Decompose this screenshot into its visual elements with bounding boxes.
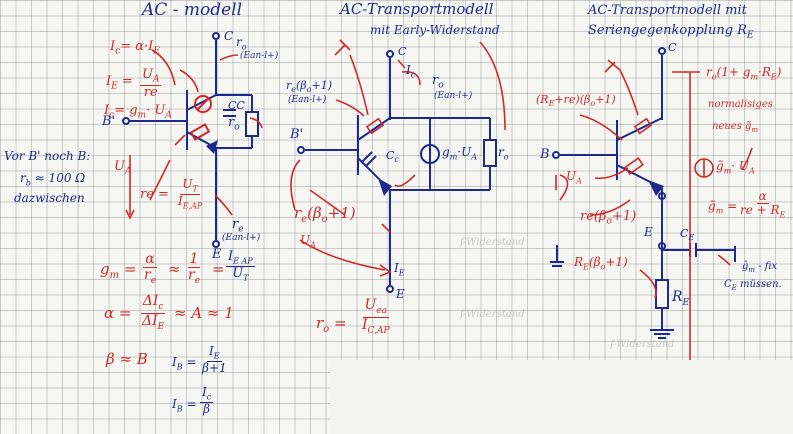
c3-gm-def-lhs: g̃m =: [708, 199, 738, 216]
c3-re-beta-2: RE(βo+1): [574, 255, 628, 272]
c2-ro2: ro: [498, 145, 509, 162]
c2-cc-label: Cc: [386, 149, 399, 165]
c1-re-note: (Ean-l+): [222, 233, 261, 243]
heading-ac-model: AC - modell: [142, 0, 243, 20]
gm-lhs: gm =: [100, 260, 137, 281]
circuit-3-wiring: [550, 47, 736, 339]
c3-ce-label: CE: [680, 227, 695, 243]
c2-ro-note: (Ean-l+): [434, 91, 473, 101]
beta-eq: β ≈ B: [106, 350, 148, 368]
c1-c-label: C: [224, 29, 234, 43]
note-rb-line1: Vor B' noch B:: [4, 149, 91, 163]
c1-ie-eq-lhs: IE =: [106, 74, 133, 92]
c2-e-label: E: [396, 287, 405, 301]
c3-re-resistor: RE: [672, 289, 690, 308]
circuit-2-annotations: [290, 39, 506, 277]
gm-eq2: =: [212, 260, 225, 278]
faint-watermark-3: f-Widerstand: [610, 339, 675, 350]
c2-b-label: B': [290, 127, 304, 142]
alpha-rhs: ≈ A ≈ 1: [174, 304, 234, 322]
faint-watermark-1: f-Widerstand: [460, 237, 525, 248]
c2-ro-eq-lhs: ro =: [316, 314, 347, 335]
c1-re-label: re: [232, 217, 244, 235]
note-rb-line2: rb ≈ 100 Ω: [20, 171, 86, 188]
circuit-3-emitter-arrow: [648, 180, 664, 196]
ib1-lhs: IB =: [172, 355, 197, 372]
c2-c-label: C: [398, 45, 407, 58]
circuit-3-annotations: [555, 59, 753, 360]
heading-ac-transport: AC-Transportmodell: [340, 0, 494, 18]
c1-ic-eq: Ic= α·IE: [110, 39, 160, 57]
ib2-lhs: IB =: [172, 397, 197, 414]
c1-re-eq-lhs: re =: [140, 187, 169, 202]
c1-ua-label: UA: [114, 159, 132, 177]
c1-e-label: E: [212, 247, 222, 262]
heading-ac-transport-serial: AC-Transportmodell mit: [588, 3, 747, 18]
c2-ie: IE: [394, 261, 405, 278]
c3-ro-expr: ro(1+ gm·RE): [706, 65, 782, 82]
c1-cc-label: CC: [228, 99, 245, 112]
c3-gm-source: g̃m· UA: [716, 159, 755, 176]
c1-b-label: B': [102, 114, 116, 129]
circuit-2-emitter-arrow: [378, 178, 392, 196]
c3-re-beta: re(βo+1): [580, 209, 637, 227]
c3-ua: UA: [566, 169, 582, 186]
c2-re-beta-2: re(βo+1): [294, 204, 356, 225]
c3-re-expr: (RE+re)(βo+1): [536, 93, 616, 109]
c1-ic-gm-eq: Ic= gm· UA: [104, 103, 172, 121]
c3-ce-note-1: ĝm - fix: [742, 261, 778, 274]
faint-watermark-2: f-Widerstand: [460, 309, 525, 320]
note-rb-line3: dazwischen: [14, 191, 85, 205]
heading-ac-transport-serial-sub: Seriengegenkopplung RE: [588, 23, 754, 41]
circuit-1-wiring: [122, 32, 259, 248]
c3-norm-note-2: neues g̃m: [712, 121, 759, 134]
c2-ua: UA: [300, 233, 316, 250]
c3-b-label: B: [540, 147, 550, 162]
blank-patch: [330, 360, 793, 434]
circuit-1-annotations: [125, 49, 263, 220]
circuit-1-emitter-arrow: [206, 140, 218, 154]
c3-ce-note-2: CE müssen.: [724, 279, 782, 292]
gm-approx: ≈: [168, 260, 181, 278]
c2-re-beta-note: (Ean-l+): [288, 95, 327, 105]
c1-ro-top: ro: [236, 35, 247, 52]
c2-re-beta: re(βo+1): [286, 79, 332, 95]
c2-ic-label: Ic: [406, 63, 416, 80]
c1-ro2-label: ro: [228, 115, 240, 133]
heading-ac-transport-sub: mit Early-Widerstand: [370, 23, 500, 37]
c2-gm-source: gm·UA: [442, 145, 477, 162]
circuit-1-source: [189, 95, 212, 141]
c1-ro-note: (Ean-l+): [240, 51, 279, 61]
c3-c-label: C: [668, 41, 677, 54]
alpha-lhs: α =: [104, 304, 132, 322]
c3-e-label: E: [644, 225, 653, 239]
c2-ro-label: ro: [432, 73, 444, 91]
c3-norm-note-1: normalisiges: [708, 99, 773, 110]
